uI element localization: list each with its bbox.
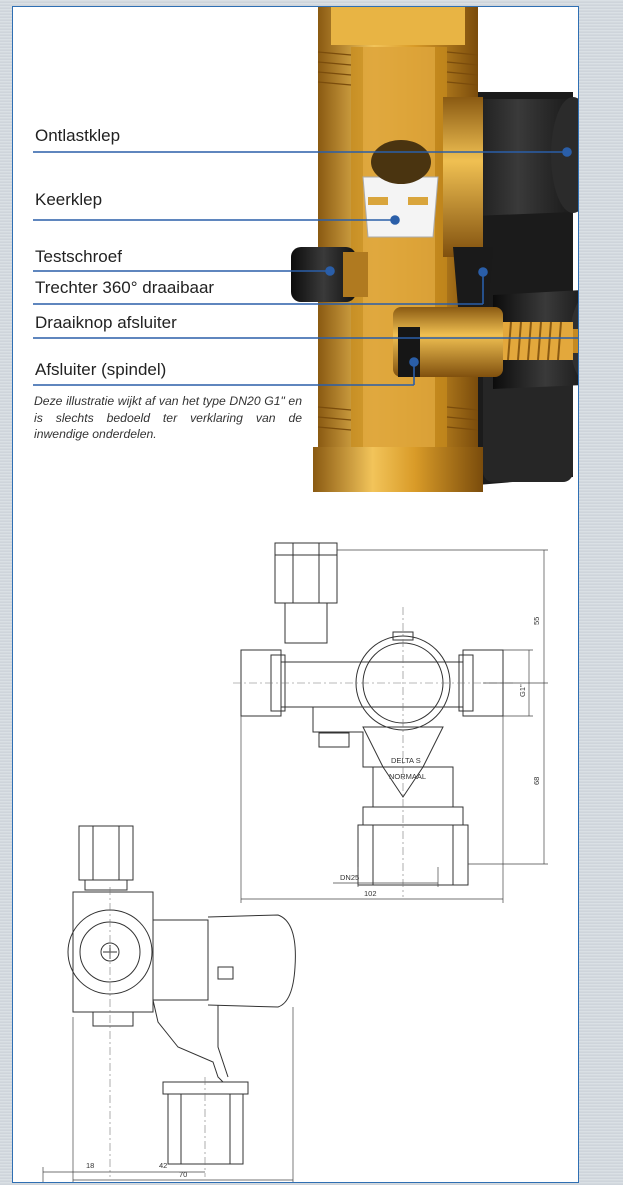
brass-body (443, 97, 483, 257)
label-ontlastklep: Ontlastklep (35, 126, 121, 145)
dim-width: 102 (364, 889, 377, 898)
label-draaiknop: Draaiknop afsluiter (35, 313, 177, 332)
side-technical-drawing: 18 42 70 (42, 825, 296, 1182)
check-valve-insert (368, 197, 388, 205)
dim-side-total: 70 (179, 1170, 187, 1179)
thread-marks (317, 51, 479, 431)
housing-shape (483, 367, 573, 482)
dim-thread: G1" (518, 684, 527, 697)
dim-side-left: 18 (86, 1161, 94, 1170)
dim-bottom: 68 (532, 777, 541, 785)
dim-side-mid: 42 (159, 1161, 167, 1170)
test-screw (291, 247, 356, 302)
spindle-thread-marks (507, 321, 562, 361)
dim-top: 55 (532, 617, 541, 625)
content-panel: Ontlastklep Keerklep Testschroef Trechte… (12, 6, 579, 1183)
front-technical-drawing: DELTA S NORMAAL 55 G1" 68 DN25 102 (233, 542, 548, 903)
spindle-body (393, 307, 503, 377)
front-inner-text-1: DELTA S (391, 756, 421, 765)
pipe-bore (363, 47, 435, 447)
label-keerklep: Keerklep (35, 190, 103, 209)
brass-pipe (331, 7, 465, 45)
label-afsluiter: Afsluiter (spindel) (35, 360, 167, 379)
label-trechter: Trechter 360° draaibaar (35, 278, 215, 297)
leader-lines (33, 147, 578, 386)
check-valve-insert (371, 140, 431, 184)
illustration-note: Deze illustratie wijkt af van het type D… (34, 394, 302, 441)
label-testschroef: Testschroef (35, 247, 122, 266)
spindle-tip (573, 329, 578, 353)
check-valve-insert (408, 197, 428, 205)
test-screw (343, 252, 368, 297)
dim-dn: DN25 (340, 873, 359, 882)
brass-pipe (313, 447, 483, 492)
front-inner-text-2: NORMAAL (389, 772, 426, 781)
